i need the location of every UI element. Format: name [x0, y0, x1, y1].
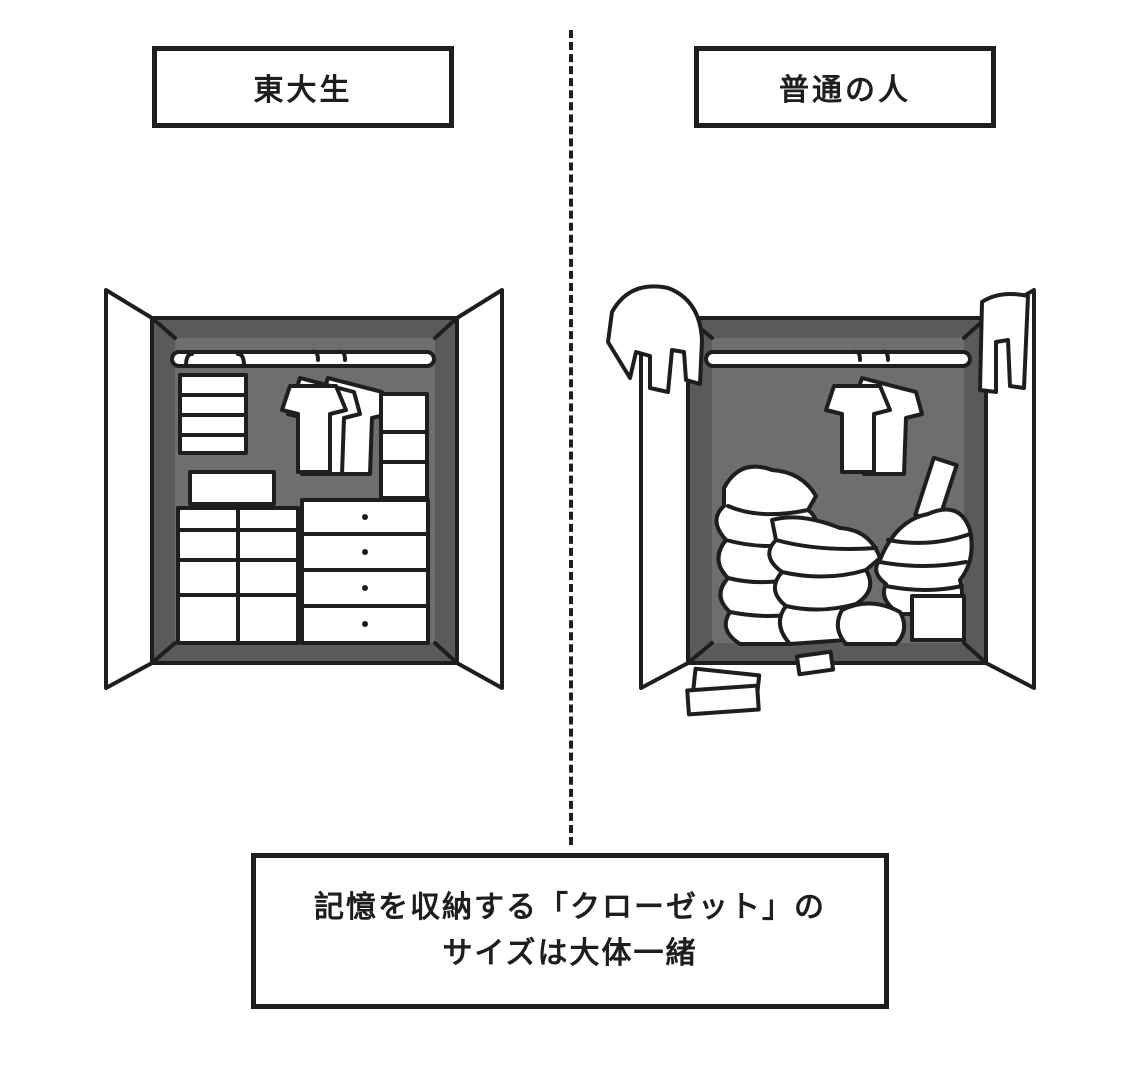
floor-papers: [685, 666, 762, 717]
floor-item: [794, 649, 836, 677]
small-box: [188, 470, 276, 506]
caption-box: 記憶を収納する「クローゼット」の サイズは大体一緒: [251, 853, 889, 1009]
hanging-rod-messy: [704, 350, 972, 368]
dresser: [300, 498, 430, 645]
label-left-text: 東大生: [253, 73, 353, 108]
drawer-towers: [176, 506, 300, 645]
clothes-pile: [714, 464, 974, 646]
label-todai-student: 東大生: [152, 46, 454, 128]
closet-messy: [606, 284, 1036, 717]
hanging-rod: [170, 350, 436, 368]
label-right-text: 普通の人: [779, 73, 911, 108]
label-ordinary-person: 普通の人: [694, 46, 996, 128]
hanging-shirts-messy: [824, 349, 924, 476]
cloth-draped-right: [978, 292, 1030, 394]
center-divider: [569, 30, 573, 845]
caption-line-1: 記憶を収納する「クローゼット」の: [314, 890, 826, 925]
hanging-organizer: [178, 352, 248, 455]
storage-boxes-top: [379, 392, 429, 500]
closet-organized: [104, 288, 504, 690]
caption-line-2: サイズは大体一緒: [442, 936, 698, 971]
cloth-draped-left: [606, 284, 704, 394]
